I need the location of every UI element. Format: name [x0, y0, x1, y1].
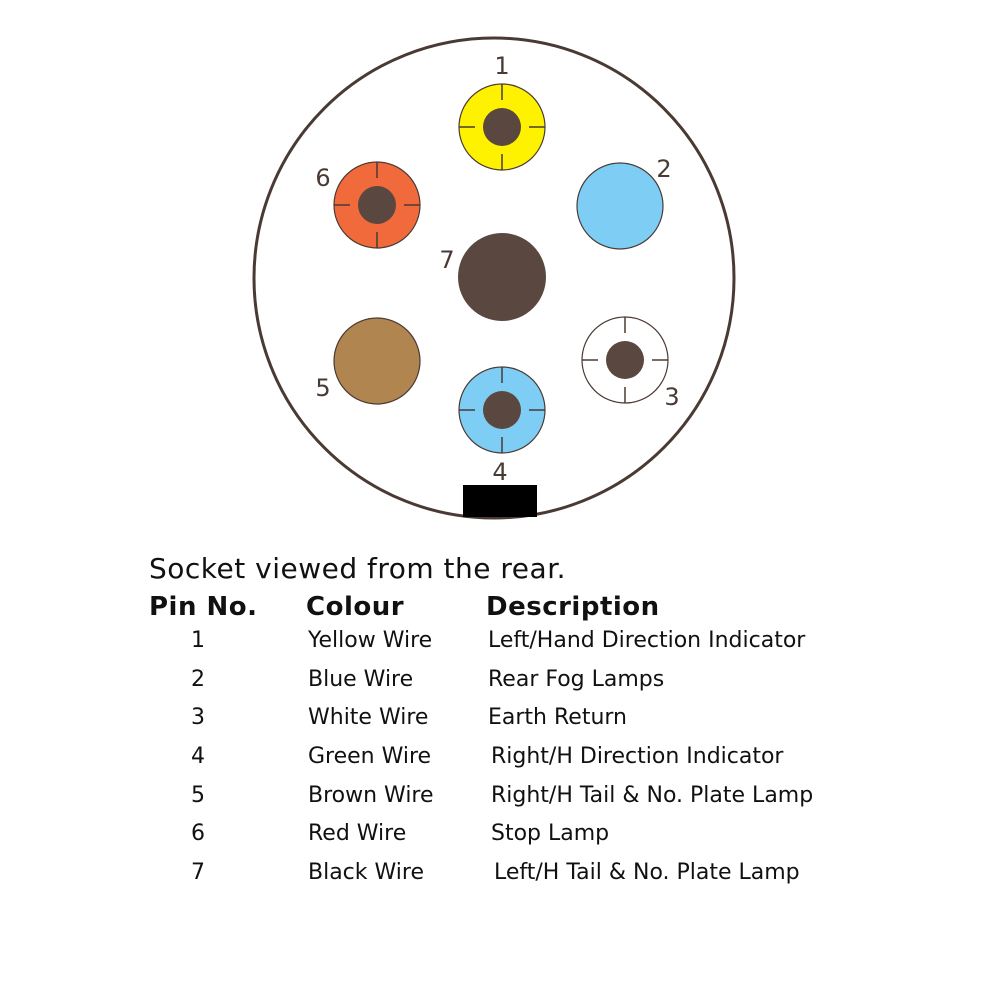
pin-1-hole — [483, 108, 521, 146]
pin-2-label: 2 — [656, 155, 671, 183]
pin-4-label: 4 — [492, 458, 507, 486]
row-colour: Black Wire — [308, 860, 424, 885]
row-pin: 5 — [191, 783, 205, 808]
pin-2: 2 — [576, 155, 672, 250]
header-description: Description — [486, 592, 660, 622]
header-colour: Colour — [306, 592, 405, 622]
row-colour: Red Wire — [308, 821, 407, 846]
diagram-caption: Socket viewed from the rear. — [149, 552, 567, 585]
pin-3-label: 3 — [664, 383, 679, 411]
row-description: Earth Return — [488, 705, 627, 730]
row-description: Left/H Tail & No. Plate Lamp — [494, 860, 800, 885]
header-pin: Pin No. — [149, 592, 258, 622]
row-colour: White Wire — [308, 705, 429, 730]
row-pin: 3 — [191, 705, 205, 730]
socket-key-tab — [463, 485, 537, 517]
pin-1: 1 — [458, 52, 546, 171]
row-colour: Blue Wire — [308, 667, 414, 692]
pin-3: 3 — [581, 316, 680, 411]
row-description: Rear Fog Lamps — [488, 667, 665, 692]
pin-4: 4 — [458, 366, 546, 486]
row-pin: 1 — [191, 628, 205, 653]
pin-3-hole — [606, 341, 644, 379]
row-description: Right/H Tail & No. Plate Lamp — [491, 783, 814, 808]
row-colour: Brown Wire — [308, 783, 434, 808]
pin-4-hole — [483, 391, 521, 429]
pin-5-label: 5 — [315, 374, 330, 402]
pin-2-contact — [576, 162, 664, 250]
pin-5-contact — [333, 317, 421, 405]
row-description: Right/H Direction Indicator — [491, 744, 784, 769]
row-colour: Yellow Wire — [308, 628, 433, 653]
pin-7-label: 7 — [439, 246, 454, 274]
row-pin: 2 — [191, 667, 205, 692]
row-pin: 4 — [191, 744, 205, 769]
row-colour: Green Wire — [308, 744, 432, 769]
pin-1-label: 1 — [494, 52, 509, 80]
socket-diagram: 1 2 3 4 5 6 — [252, 36, 736, 520]
pin-5: 5 — [315, 317, 421, 405]
pin-7-contact — [458, 233, 546, 321]
pin-7: 7 — [439, 233, 546, 321]
row-description: Stop Lamp — [491, 821, 610, 846]
row-pin: 7 — [191, 860, 205, 885]
pin-6: 6 — [315, 161, 421, 249]
pin-6-label: 6 — [315, 164, 330, 192]
row-description: Left/Hand Direction Indicator — [488, 628, 806, 653]
row-pin: 6 — [191, 821, 205, 846]
pin-6-hole — [358, 186, 396, 224]
